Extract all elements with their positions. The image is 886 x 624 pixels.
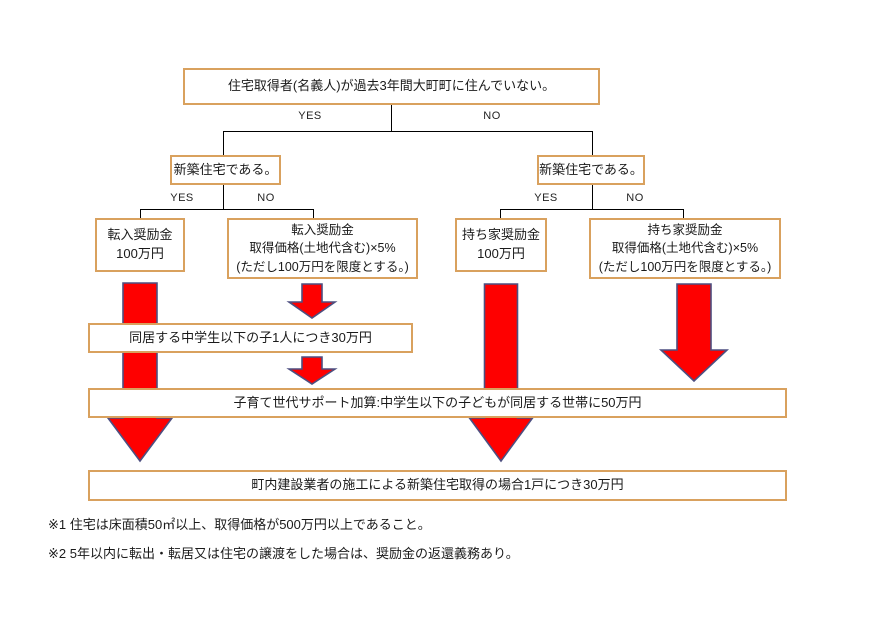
red-down-arrow [286,283,338,319]
red-down-arrow [106,282,174,463]
branch-label-yes: YES [170,192,194,204]
incentive-title: 転入奨励金 [291,223,354,238]
new-house-text: 新築住宅である。 [173,161,278,177]
tennyu-percent-incentive-box: 転入奨励金 取得価格(土地代含む)×5% (ただし100万円を限度とする。) [227,218,418,279]
branch-label-yes: YES [298,110,322,122]
child-bonus-box: 同居する中学生以下の子1人につき30万円 [88,323,413,353]
incentive-limit: (ただし100万円を限度とする。) [598,259,772,274]
connector-line [140,209,314,210]
red-down-arrow [286,356,338,385]
new-house-condition-box-right: 新築住宅である。 [537,155,645,185]
connector-line [313,209,314,218]
tennyu-flat-incentive-box: 転入奨励金 100万円 [95,218,185,272]
incentive-formula: 取得価格(土地代含む)×5% [249,241,396,256]
mochiie-flat-incentive-box: 持ち家奨励金 100万円 [455,218,547,272]
connector-line [223,185,224,209]
mochiie-percent-incentive-box: 持ち家奨励金 取得価格(土地代含む)×5% (ただし100万円を限度とする。) [589,218,781,279]
local-builder-bonus-box: 町内建設業者の施工による新築住宅取得の場合1戸につき30万円 [88,470,787,501]
branch-label-yes: YES [534,192,558,204]
connector-line [140,209,141,218]
incentive-limit: (ただし100万円を限度とする。) [236,259,409,274]
footnote-2: ※2 5年以内に転出・転居又は住宅の譲渡をした場合は、奨励金の返還義務あり。 [48,546,519,561]
new-house-condition-box-left: 新築住宅である。 [170,155,281,185]
footnote-1: ※1 住宅は床面積50㎡以上、取得価格が500万円以上であること。 [48,517,431,532]
branch-label-no: NO [257,192,275,204]
red-down-arrow [658,283,730,383]
kosodate-support-box: 子育て世代サポート加算:中学生以下の子どもが同居する世帯に50万円 [88,388,787,418]
incentive-title: 持ち家奨励金 [461,227,540,243]
connector-line [683,209,684,218]
incentive-amount: 100万円 [477,246,525,261]
incentive-formula: 取得価格(土地代含む)×5% [611,241,759,256]
connector-line [223,131,224,155]
red-down-arrow [467,283,535,463]
incentive-amount: 100万円 [116,246,164,261]
incentive-title: 転入奨励金 [107,227,173,243]
branch-label-no: NO [626,192,644,204]
branch-label-no: NO [483,110,501,122]
connector-line [592,131,593,155]
connector-line [223,131,593,132]
child-bonus-text: 同居する中学生以下の子1人につき30万円 [129,329,372,345]
incentive-title: 持ち家奨励金 [647,223,723,238]
local-builder-bonus-text: 町内建設業者の施工による新築住宅取得の場合1戸につき30万円 [251,477,624,493]
new-house-text: 新築住宅である。 [539,161,643,177]
connector-line [391,105,392,131]
connector-line [500,209,501,218]
root-condition-text: 住宅取得者(名義人)が過去3年間大町町に住んでいない。 [227,78,556,94]
root-condition-box: 住宅取得者(名義人)が過去3年間大町町に住んでいない。 [183,68,600,105]
kosodate-support-text: 子育て世代サポート加算:中学生以下の子どもが同居する世帯に50万円 [233,394,642,410]
connector-line [500,209,684,210]
connector-line [592,185,593,209]
